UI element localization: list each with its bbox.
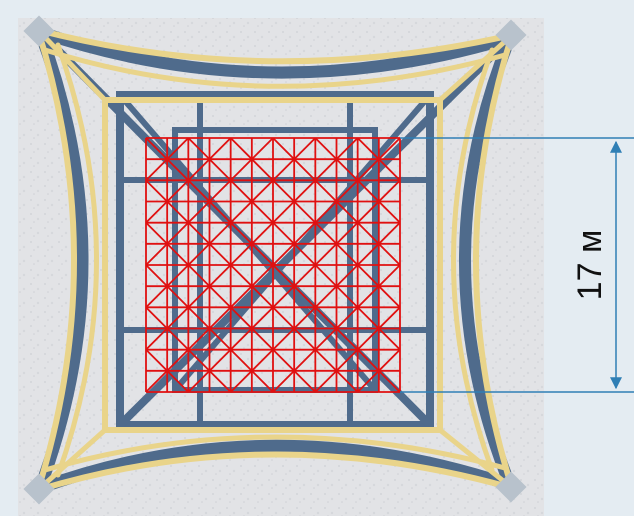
grid-diagonal [145, 222, 189, 266]
grid-diagonal [230, 349, 274, 393]
grid-diagonal [314, 179, 359, 224]
grid-diagonal [230, 306, 274, 351]
grid-diagonal [272, 349, 316, 393]
grid-diagonal [314, 137, 359, 181]
grid-diagonal [187, 264, 232, 308]
grid-diagonal [272, 222, 316, 266]
grid-diagonal [314, 349, 359, 393]
grid-diagonal [314, 222, 359, 266]
grid-diagonal [187, 222, 232, 266]
grid-diagonal [314, 264, 359, 308]
grid-diagonal [230, 264, 274, 308]
grid-diagonal [145, 179, 189, 224]
grid-diagonal [145, 137, 189, 181]
grid-diagonal [187, 179, 232, 224]
yellow-arches [35, 27, 515, 493]
grid-diagonal [314, 306, 359, 351]
grid-diagonal [357, 264, 401, 308]
grid-diagonal [230, 137, 274, 181]
grid-diagonal [187, 349, 232, 393]
red-grid-overlay [145, 137, 401, 393]
grid-diagonal [272, 179, 316, 224]
grid-diagonal [187, 137, 232, 181]
grid-diagonal [230, 222, 274, 266]
grid-diagonal [145, 264, 189, 308]
grid-diagonal [357, 349, 401, 393]
grid-diagonal [357, 306, 401, 351]
grid-diagonal [187, 306, 232, 351]
grid-diagonal [145, 306, 189, 351]
grid-diagonal [357, 222, 401, 266]
grid-diagonal [145, 349, 189, 393]
grid-diagonal [230, 179, 274, 224]
dimension-annotation [400, 137, 634, 393]
grid-diagonal [272, 264, 316, 308]
grid-diagonal [272, 306, 316, 351]
grid-diagonal [272, 137, 316, 181]
grid-diagonal [357, 137, 401, 181]
grid-diagonal [357, 179, 401, 224]
dimension-label: 17 м [571, 230, 609, 301]
